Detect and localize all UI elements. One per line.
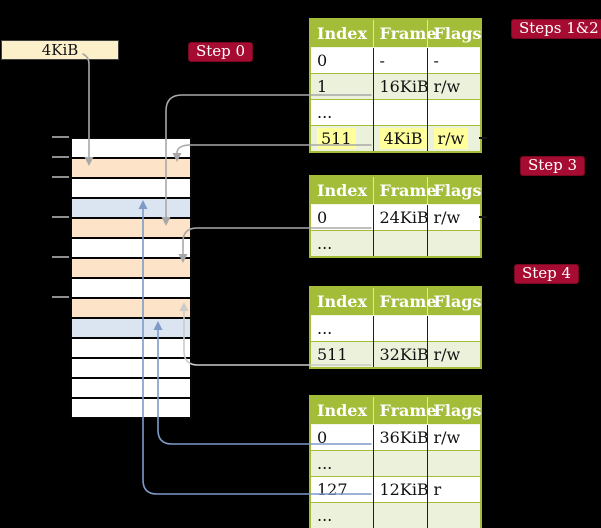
column-header-flags: Flags — [426, 19, 482, 48]
address-tick — [52, 216, 69, 218]
memory-frame-row — [72, 339, 190, 359]
table-row: 0 36KiB r/w — [310, 424, 481, 451]
table-row: ... — [310, 315, 481, 342]
badge-step-4: Step 4 — [514, 264, 580, 284]
column-header-frame: Frame — [372, 19, 436, 48]
frame-4kib-label-box: 4KiB — [1, 40, 119, 60]
page-table-level4: Index Frame Flags 0 36KiB r/w ... 127 12… — [309, 395, 482, 528]
memory-frame-row — [72, 319, 190, 339]
column-header-flags: Flags — [426, 287, 482, 316]
highlighted-value: 4KiB — [379, 128, 427, 149]
memory-frame-row — [72, 399, 190, 417]
highlighted-value: r/w — [433, 128, 469, 149]
memory-frame-row — [72, 139, 190, 159]
column-header-index: Index — [310, 176, 373, 205]
column-header-flags: Flags — [426, 396, 482, 425]
table-row: ... — [310, 99, 481, 126]
badge-step-3: Step 3 — [520, 156, 586, 176]
table-row: 1 16KiB r/w — [310, 73, 481, 100]
memory-frame-row — [72, 159, 190, 179]
memory-frame-row — [72, 199, 190, 219]
physical-memory-stack — [70, 137, 192, 419]
column-header-frame: Frame — [372, 287, 436, 316]
column-header-frame: Frame — [372, 396, 436, 425]
column-header-index: Index — [310, 19, 373, 48]
address-tick — [52, 156, 69, 158]
table-row: 511 32KiB r/w — [310, 341, 481, 368]
address-tick — [52, 176, 69, 178]
table-row-highlighted: 511 4KiB r/w — [310, 125, 481, 152]
memory-frame-row — [72, 179, 190, 199]
table-row: 0 24KiB r/w — [310, 204, 481, 231]
table-row: ... — [310, 502, 481, 528]
memory-frame-row — [72, 379, 190, 399]
badge-step-0: Step 0 — [188, 42, 254, 62]
memory-frame-row — [72, 279, 190, 299]
badge-steps-1-2: Steps 1&2 — [511, 19, 601, 39]
table-row: 127 12KiB r — [310, 476, 481, 503]
column-header-index: Index — [310, 287, 373, 316]
column-header-index: Index — [310, 396, 373, 425]
column-header-flags: Flags — [426, 176, 482, 205]
address-tick — [52, 136, 69, 138]
page-table-level2: Index Frame Flags 0 24KiB r/w ... — [309, 175, 482, 258]
page-table-level1: Index Frame Flags 0 - - 1 16KiB r/w ... … — [309, 18, 482, 153]
table-row: ... — [310, 450, 481, 477]
memory-frame-row — [72, 219, 190, 239]
memory-frame-row — [72, 239, 190, 259]
table-row: ... — [310, 230, 481, 257]
address-tick — [52, 256, 69, 258]
column-header-frame: Frame — [372, 176, 436, 205]
address-tick — [52, 296, 69, 298]
page-table-level3: Index Frame Flags ... 511 32KiB r/w — [309, 286, 482, 369]
memory-frame-row — [72, 299, 190, 319]
highlighted-value: 511 — [317, 128, 356, 149]
memory-frame-row — [72, 359, 190, 379]
table-row: 0 - - — [310, 47, 481, 74]
memory-frame-row — [72, 259, 190, 279]
